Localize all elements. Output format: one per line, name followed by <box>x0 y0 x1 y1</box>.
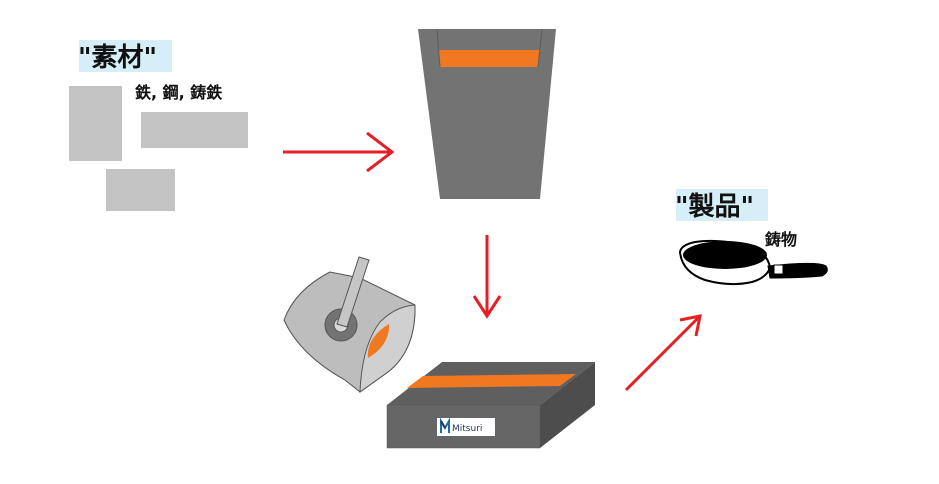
melting-furnace-icon <box>418 28 556 199</box>
materials-section: "素材" 鉄, 鋼, 鋳鉄 <box>69 40 248 211</box>
materials-list: 鉄, 鋼, 鋳鉄 <box>135 83 222 102</box>
arrow-icon <box>472 235 502 319</box>
sand-mold-box-icon: Mitsuri <box>386 362 595 449</box>
materials-title: "素材" <box>78 43 157 73</box>
mitsuri-logo: Mitsuri <box>437 417 495 436</box>
product-section: "製品" 鋳物 <box>675 189 828 286</box>
arrow-icon <box>283 131 395 173</box>
logo-text: Mitsuri <box>452 424 482 434</box>
frying-pan-icon <box>678 239 828 286</box>
arrow-icon <box>624 314 702 392</box>
materials-title-highlight <box>79 40 172 72</box>
product-title-highlight <box>676 189 768 221</box>
metal-blocks-icon <box>69 86 248 211</box>
product-title: "製品" <box>675 192 754 222</box>
ladle-icon <box>283 256 416 394</box>
product-name: 鋳物 <box>765 230 797 249</box>
